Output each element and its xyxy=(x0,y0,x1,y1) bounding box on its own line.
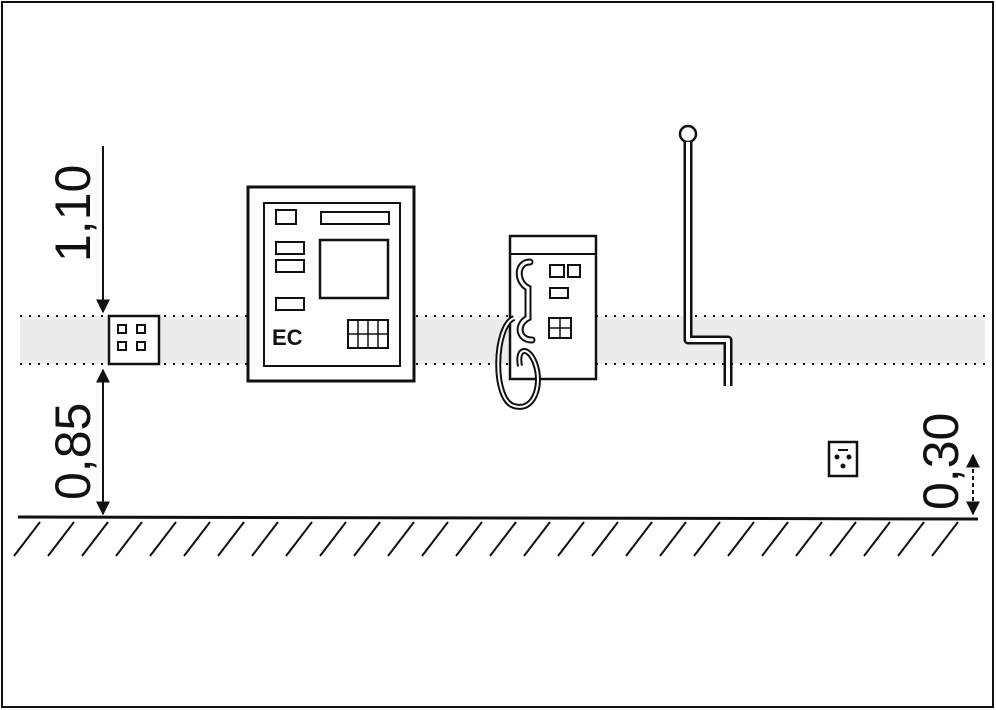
dim-upper-label: 1,10 xyxy=(45,165,101,262)
socket-icon xyxy=(827,440,859,478)
keypad-icon xyxy=(107,314,161,366)
dim-socket-label: 0,30 xyxy=(913,413,969,510)
atm-keypad-icon xyxy=(347,319,389,349)
ec-card-logo-icon: EC xyxy=(272,325,303,350)
telephone xyxy=(495,234,598,410)
floor-line xyxy=(17,515,979,521)
floor-hatching xyxy=(13,521,959,557)
grab-bar-icon xyxy=(678,124,733,386)
dim-lower-label: 0,85 xyxy=(45,403,101,500)
telephone-handset-icon xyxy=(515,258,536,344)
atm-machine: EC xyxy=(246,185,416,383)
